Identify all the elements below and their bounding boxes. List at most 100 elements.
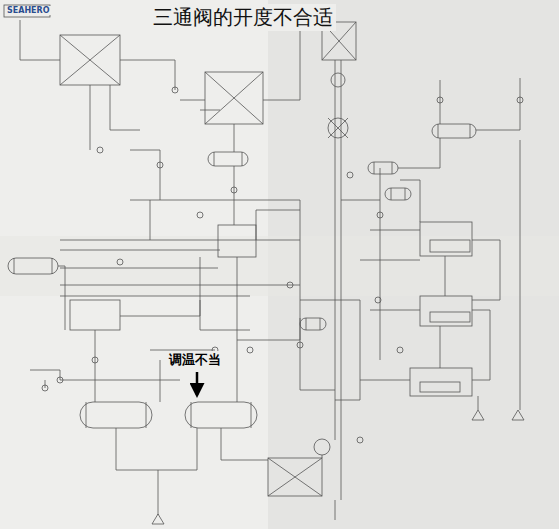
exchanger-cross — [268, 458, 322, 496]
vessel-flange — [320, 318, 321, 330]
exchanger-cross — [205, 72, 263, 124]
exchanger-box — [60, 35, 120, 85]
pump-symbol — [512, 410, 524, 420]
pipe-line — [60, 250, 220, 251]
pipe-line — [322, 455, 323, 458]
pipe-line — [370, 310, 420, 311]
vessel-flange — [52, 258, 53, 274]
pipe-line — [256, 210, 300, 240]
pipe-line — [478, 396, 479, 410]
cylinder-vessel — [185, 402, 257, 428]
unit-box — [420, 382, 460, 392]
unit-box — [430, 312, 470, 322]
vessel-flange — [391, 188, 392, 200]
pipe-line — [120, 60, 175, 90]
pipe-line — [335, 500, 336, 520]
boiler-heater — [328, 118, 348, 138]
instrument — [197, 212, 203, 218]
paper-fold — [0, 236, 559, 296]
pipe-line — [116, 428, 197, 470]
title: 三通阀的开度不合适 — [150, 4, 336, 31]
instrument — [297, 342, 303, 348]
vessel-flange — [214, 152, 215, 166]
pipe-line — [234, 124, 235, 152]
vessel-flange — [146, 402, 147, 428]
pipe-line — [476, 78, 520, 130]
pipe-line — [360, 260, 420, 261]
instrument — [287, 282, 293, 288]
instrument — [347, 172, 353, 178]
instrument — [375, 297, 381, 303]
vessel-flange — [470, 124, 471, 138]
pipe-line — [130, 200, 300, 201]
schematic — [4, 5, 524, 524]
exchanger-box — [268, 458, 322, 496]
instrument — [397, 347, 403, 353]
pipe-line — [520, 140, 521, 410]
exchanger-cross — [60, 35, 120, 85]
pipe-line — [440, 80, 441, 124]
pipe-line — [200, 300, 250, 330]
pump-symbol — [472, 410, 484, 420]
vessel-flange — [438, 124, 439, 138]
unit-box — [420, 296, 472, 326]
exchanger-box — [205, 72, 263, 124]
pump-symbol — [152, 514, 164, 524]
pipe-line — [60, 268, 218, 269]
instrument — [117, 259, 123, 265]
pipe-line — [341, 168, 380, 200]
vessel-flange — [191, 402, 192, 428]
instrument — [172, 87, 178, 93]
vessel-flange — [374, 162, 375, 174]
pipe-line — [380, 200, 381, 360]
instrument — [97, 147, 103, 153]
pipe-line — [472, 240, 500, 300]
cylinder-vessel — [368, 162, 398, 174]
pipe-line — [60, 285, 300, 286]
cylinder-vessel — [8, 258, 58, 274]
pipe-line — [400, 180, 420, 222]
vessel-flange — [242, 152, 243, 166]
instrument — [357, 437, 363, 443]
pipe-line — [234, 166, 235, 225]
pipe-line — [95, 330, 96, 402]
pipe-line — [150, 200, 151, 240]
unit-box — [430, 240, 470, 252]
instrument — [517, 97, 523, 103]
vessel-flange — [14, 258, 15, 274]
pipe-line — [370, 230, 420, 231]
pipe-line — [20, 20, 60, 60]
cylinder-vessel — [208, 152, 248, 166]
pipe-line — [398, 138, 440, 168]
instrument — [377, 212, 383, 218]
vessel-flange — [306, 318, 307, 330]
pipe-line — [440, 326, 441, 368]
instrument — [57, 377, 63, 383]
vessel-flange — [392, 162, 393, 174]
cylinder-vessel — [385, 188, 411, 200]
vessel-flange — [251, 402, 252, 428]
pipe-line — [158, 470, 159, 515]
pipe-line — [237, 257, 238, 402]
pipe-line — [341, 440, 342, 500]
valve-disc — [331, 73, 345, 87]
vessel-flange — [86, 402, 87, 428]
unit-box — [410, 368, 472, 396]
exhaust-pipe — [335, 60, 341, 440]
pipe-line — [60, 296, 250, 297]
unit-box — [70, 300, 120, 330]
callout-arrow — [196, 372, 199, 395]
pipe-line — [130, 150, 160, 200]
instrument — [92, 357, 98, 363]
pipe-line — [445, 256, 446, 296]
instrument — [231, 187, 237, 193]
unit-box — [218, 225, 256, 257]
pipe-line — [58, 266, 65, 330]
cylinder-vessel — [432, 124, 476, 138]
pipe-line — [120, 257, 200, 316]
unit-box — [420, 222, 472, 256]
pipe-line — [300, 300, 360, 400]
cylinder-vessel — [80, 402, 152, 428]
